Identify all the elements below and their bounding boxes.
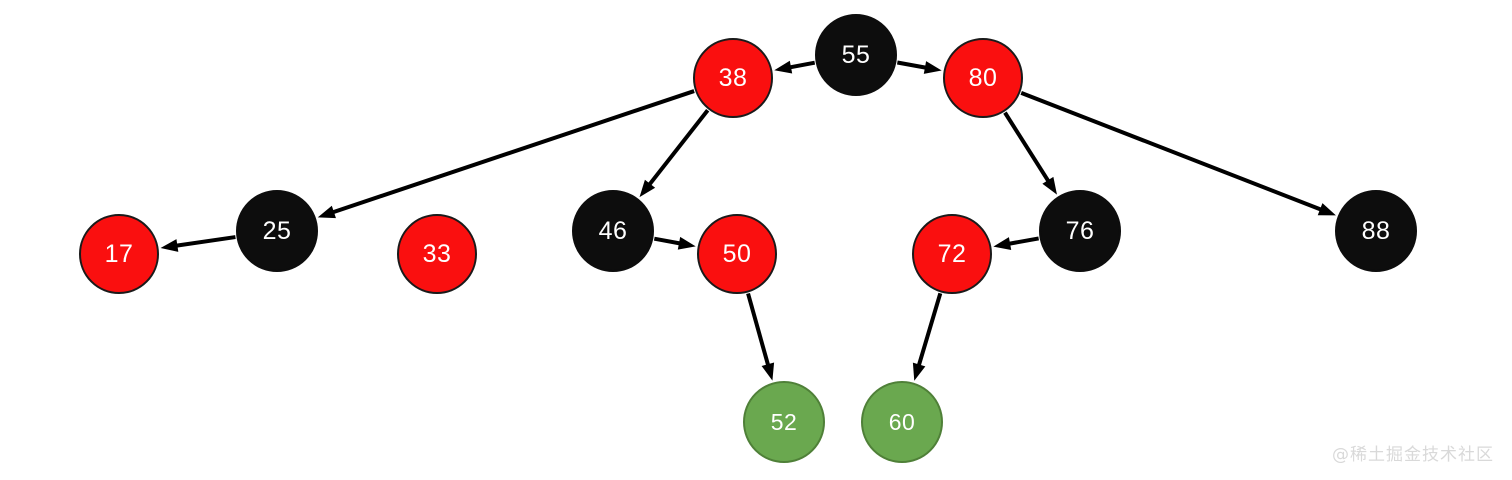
edge-line xyxy=(169,235,236,249)
tree-node-label: 88 xyxy=(1361,216,1391,245)
tree-node-label: 52 xyxy=(770,408,798,435)
tree-node-label: 17 xyxy=(104,239,134,268)
edge-arrowhead xyxy=(761,362,775,381)
tree-node-38[interactable]: 38 xyxy=(693,38,773,118)
tree-node-label: 50 xyxy=(722,239,752,268)
tree-node-label: 55 xyxy=(841,40,871,69)
watermark-label: @稀土掘金技术社区 xyxy=(1332,445,1494,465)
tree-node-label: 33 xyxy=(422,239,452,268)
tree-edge-80-to-88 xyxy=(1020,91,1336,216)
tree-node-label: 46 xyxy=(598,216,628,245)
tree-node-label: 60 xyxy=(888,408,916,435)
tree-edge-55-to-38 xyxy=(774,60,816,74)
tree-node-label: 25 xyxy=(262,216,292,245)
edge-line xyxy=(643,109,710,192)
tree-node-52[interactable]: 52 xyxy=(743,381,825,463)
tree-node-46[interactable]: 46 xyxy=(572,190,654,272)
edge-line xyxy=(325,89,695,217)
edge-arrowhead xyxy=(774,60,793,74)
tree-node-17[interactable]: 17 xyxy=(79,214,159,294)
edge-arrowhead xyxy=(993,237,1012,250)
tree-node-55[interactable]: 55 xyxy=(815,14,897,96)
edge-arrowhead xyxy=(1317,203,1336,216)
edge-line xyxy=(1003,111,1054,188)
tree-edge-38-to-46 xyxy=(639,109,710,198)
tree-node-label: 76 xyxy=(1065,216,1095,245)
tree-edge-72-to-60 xyxy=(912,292,943,381)
tree-node-25[interactable]: 25 xyxy=(236,190,318,272)
edge-line xyxy=(915,292,943,373)
tree-edge-50-to-52 xyxy=(746,292,775,381)
edge-arrowhead xyxy=(1042,176,1057,195)
edge-arrowhead xyxy=(923,61,942,74)
tree-node-50[interactable]: 50 xyxy=(697,214,777,294)
edge-line xyxy=(746,292,772,373)
tree-node-76[interactable]: 76 xyxy=(1039,190,1121,272)
tree-node-88[interactable]: 88 xyxy=(1335,190,1417,272)
tree-edge-55-to-80 xyxy=(896,60,942,74)
tree-node-33[interactable]: 33 xyxy=(397,214,477,294)
tree-node-label: 72 xyxy=(937,239,967,268)
tree-edge-76-to-72 xyxy=(993,236,1040,250)
tree-edge-46-to-50 xyxy=(653,236,696,250)
tree-edge-80-to-76 xyxy=(1003,111,1057,195)
tree-edge-25-to-17 xyxy=(160,235,236,252)
edge-arrowhead xyxy=(317,205,336,219)
edge-line xyxy=(1020,91,1328,214)
tree-node-80[interactable]: 80 xyxy=(943,38,1023,118)
tree-edge-38-to-25 xyxy=(317,89,695,219)
tree-node-60[interactable]: 60 xyxy=(861,381,943,463)
edge-arrowhead xyxy=(639,179,656,198)
edge-arrowhead xyxy=(677,236,696,250)
tree-node-label: 38 xyxy=(718,63,748,92)
tree-node-72[interactable]: 72 xyxy=(912,214,992,294)
edge-arrowhead xyxy=(160,239,179,252)
tree-node-label: 80 xyxy=(968,63,998,92)
edge-arrowhead xyxy=(912,362,926,381)
